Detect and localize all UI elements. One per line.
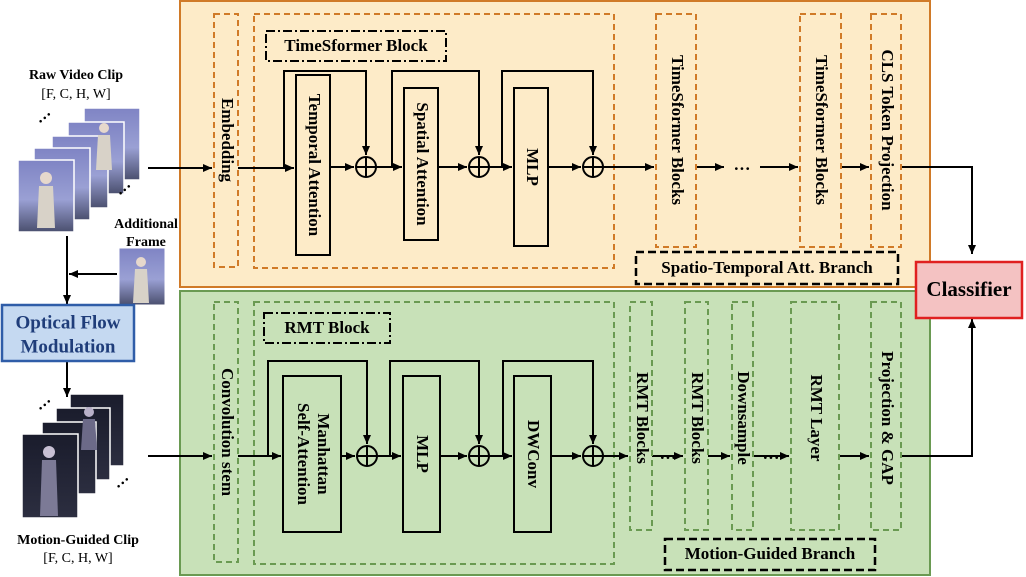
projection-gap-box bbox=[870, 301, 902, 531]
bottom-ellipsis-2: ··· bbox=[762, 448, 779, 467]
optical-flow-modulation-label-2: Modulation bbox=[20, 336, 115, 357]
motion-guided-clip-dims: [F, C, H, W] bbox=[43, 551, 112, 566]
bottom-sum-node-3 bbox=[582, 445, 604, 467]
motion-guided-branch-label: Motion-Guided Branch bbox=[685, 544, 856, 563]
cls-projection-box bbox=[870, 13, 902, 248]
svg-text:···: ··· bbox=[34, 107, 57, 130]
manhattan-attention-label-1: Manhattan bbox=[314, 413, 333, 495]
timesformer-blocks-2-label: TimeSformer Blocks bbox=[812, 55, 831, 205]
raw-video-clip-title: Raw Video Clip bbox=[29, 68, 123, 83]
rmt-layer-label: RMT Layer bbox=[807, 374, 826, 461]
downsample-label: Downsample bbox=[734, 371, 753, 465]
manhattan-attention-label-2: Self-Attention bbox=[294, 403, 313, 506]
spatial-attention-box bbox=[403, 87, 439, 241]
optical-flow-modulation-box bbox=[0, 303, 136, 363]
optical-flow-modulation-label-1: Optical Flow bbox=[15, 312, 120, 333]
manhattan-attention-box bbox=[282, 375, 342, 533]
rmt-blocks-1-label: RMT Blocks bbox=[633, 372, 652, 464]
motion-guided-branch-label-box bbox=[663, 537, 877, 572]
timesformer-blocks-1-label: TimeSformer Blocks bbox=[668, 55, 687, 205]
left-flow-lines bbox=[63, 236, 117, 397]
dwconv-label: DWConv bbox=[524, 420, 543, 489]
timesformer-block-container bbox=[253, 13, 615, 269]
additional-frame-image bbox=[118, 247, 166, 306]
motion-guided-frames: ··· ··· bbox=[21, 393, 135, 519]
spatio-temporal-branch-label: Spatio-Temporal Att. Branch bbox=[661, 258, 873, 277]
raw-video-frames: ··· ··· bbox=[17, 107, 141, 233]
timesformer-block-label: TimeSformer Block bbox=[284, 36, 428, 55]
rmt-block-label-box bbox=[263, 312, 391, 344]
timesformer-blocks-2-box bbox=[799, 13, 842, 248]
conv-stem-box bbox=[213, 301, 239, 563]
temporal-attention-box bbox=[295, 74, 331, 256]
rmt-blocks-2-box bbox=[684, 301, 709, 531]
top-flow-lines bbox=[148, 70, 976, 254]
cls-projection-label: CLS Token Projection bbox=[878, 49, 897, 211]
rmt-blocks-1-box bbox=[629, 301, 653, 531]
top-ellipsis: ··· bbox=[733, 159, 750, 178]
downsample-box bbox=[731, 301, 754, 531]
top-sum-node-2 bbox=[468, 156, 490, 178]
spatial-attention-label: Spatial Attention bbox=[413, 102, 432, 226]
embedding-label: Embedding bbox=[218, 98, 237, 183]
svg-text:···: ··· bbox=[112, 472, 135, 495]
timesformer-block-label-box bbox=[265, 30, 447, 62]
temporal-attention-label: Temporal Attention bbox=[305, 94, 324, 237]
classifier-box bbox=[914, 260, 1024, 320]
dwconv-box bbox=[513, 375, 552, 533]
bottom-mlp-label: MLP bbox=[413, 435, 432, 473]
spatio-temporal-branch-label-box bbox=[634, 250, 900, 286]
bottom-sum-node-2 bbox=[468, 445, 490, 467]
conv-stem-label: Convolution stem bbox=[218, 368, 237, 496]
top-sum-node-3 bbox=[582, 156, 604, 178]
top-mlp-label: MLP bbox=[523, 148, 542, 186]
bottom-ellipsis-1: ··· bbox=[659, 448, 676, 467]
bottom-mlp-box bbox=[402, 375, 441, 533]
top-sum-node-1 bbox=[355, 156, 377, 178]
classifier-label: Classifier bbox=[926, 277, 1011, 301]
rmt-layer-box bbox=[790, 301, 840, 531]
svg-text:···: ··· bbox=[34, 394, 57, 417]
additional-frame-label-2: Frame bbox=[126, 235, 166, 250]
rmt-block-label: RMT Block bbox=[284, 318, 370, 337]
bottom-flow-lines bbox=[148, 319, 976, 460]
rmt-blocks-2-label: RMT Blocks bbox=[688, 372, 707, 464]
embedding-box bbox=[213, 13, 239, 268]
projection-gap-label: Projection & GAP bbox=[878, 351, 897, 485]
raw-video-clip-dims: [F, C, H, W] bbox=[41, 87, 110, 102]
rmt-block-container bbox=[253, 301, 615, 565]
timesformer-blocks-1-box bbox=[655, 13, 697, 248]
bottom-sum-node-1 bbox=[356, 445, 378, 467]
motion-guided-clip-title: Motion-Guided Clip bbox=[17, 533, 139, 548]
additional-frame-label-1: Additional bbox=[114, 217, 178, 232]
